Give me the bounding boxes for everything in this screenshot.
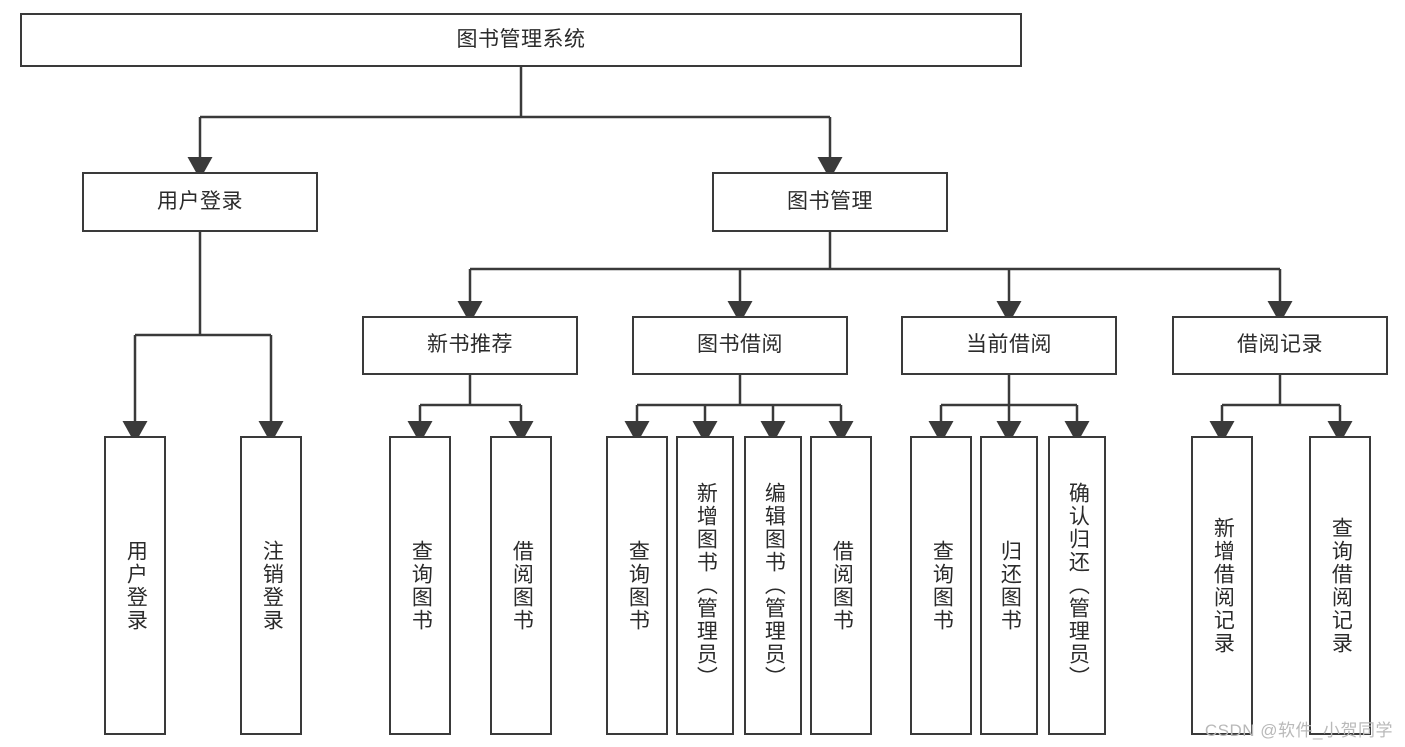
node-label: 图书借阅 <box>697 333 783 357</box>
node-label: 用户登录 <box>124 539 148 632</box>
leaf-book-borrow-edit-book-admin[interactable]: 编辑图书（管理员） <box>744 436 802 735</box>
node-label: 查询借阅记录 <box>1329 516 1353 655</box>
node-label: 查询图书 <box>626 539 650 632</box>
leaf-book-borrow-query-book[interactable]: 查询图书 <box>606 436 668 735</box>
node-book-management[interactable]: 图书管理 <box>712 172 948 232</box>
node-label: 图书管理系统 <box>456 27 586 51</box>
node-label: 借阅图书 <box>510 539 534 632</box>
leaf-book-borrow-borrow-book[interactable]: 借阅图书 <box>810 436 872 735</box>
node-label: 注销登录 <box>260 539 284 632</box>
node-label: 新增借阅记录 <box>1211 516 1235 655</box>
node-label: 确认归还（管理员） <box>1066 482 1090 689</box>
node-user-login[interactable]: 用户登录 <box>82 172 318 232</box>
node-borrow-record[interactable]: 借阅记录 <box>1172 316 1388 375</box>
leaf-user-login-login[interactable]: 用户登录 <box>104 436 166 735</box>
leaf-borrow-record-query-record[interactable]: 查询借阅记录 <box>1309 436 1371 735</box>
node-label: 当前借阅 <box>966 333 1052 357</box>
node-label: 图书管理 <box>787 189 873 213</box>
leaf-current-borrow-confirm-return-admin[interactable]: 确认归还（管理员） <box>1048 436 1106 735</box>
node-label: 查询图书 <box>409 539 433 632</box>
node-book-borrow[interactable]: 图书借阅 <box>632 316 848 375</box>
node-label: 新增图书（管理员） <box>694 482 718 689</box>
node-root-library-system[interactable]: 图书管理系统 <box>20 13 1022 67</box>
node-label: 借阅图书 <box>830 539 854 632</box>
node-label: 新书推荐 <box>427 333 513 357</box>
node-label: 归还图书 <box>998 539 1022 632</box>
node-label: 借阅记录 <box>1237 333 1323 357</box>
node-label: 用户登录 <box>157 189 243 213</box>
leaf-new-book-borrow-book[interactable]: 借阅图书 <box>490 436 552 735</box>
leaf-book-borrow-add-book-admin[interactable]: 新增图书（管理员） <box>676 436 734 735</box>
node-label: 编辑图书（管理员） <box>762 482 786 689</box>
leaf-borrow-record-add-record[interactable]: 新增借阅记录 <box>1191 436 1253 735</box>
leaf-current-borrow-query-book[interactable]: 查询图书 <box>910 436 972 735</box>
watermark-text: CSDN @软件_小贺同学 <box>1204 721 1393 740</box>
node-label: 查询图书 <box>930 539 954 632</box>
leaf-current-borrow-return-book[interactable]: 归还图书 <box>980 436 1038 735</box>
node-current-borrow[interactable]: 当前借阅 <box>901 316 1117 375</box>
leaf-user-login-logout[interactable]: 注销登录 <box>240 436 302 735</box>
leaf-new-book-query-book[interactable]: 查询图书 <box>389 436 451 735</box>
node-new-book-recommend[interactable]: 新书推荐 <box>362 316 578 375</box>
